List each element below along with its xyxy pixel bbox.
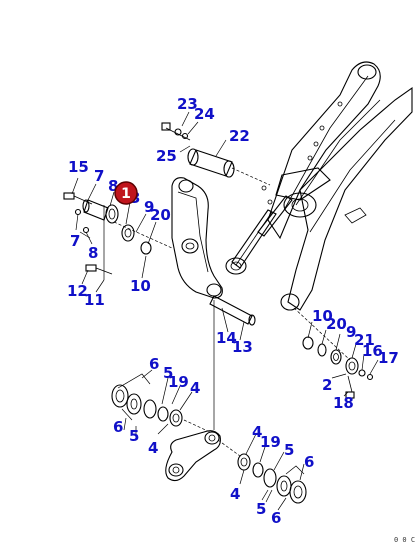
highlight-badge[interactable]: 1 bbox=[114, 181, 138, 205]
part-label: 6 bbox=[149, 355, 159, 373]
part-label: 10 bbox=[312, 307, 333, 325]
part-label: 5 bbox=[129, 427, 139, 445]
leader-lines bbox=[71, 111, 379, 511]
part-label: 4 bbox=[148, 439, 158, 457]
part-label: 9 bbox=[144, 198, 154, 216]
lift-arm bbox=[261, 61, 413, 311]
part-label: 14 bbox=[216, 329, 237, 347]
part-label: 16 bbox=[362, 342, 383, 360]
part-label: 4 bbox=[230, 485, 240, 503]
part-label: 24 bbox=[194, 105, 215, 123]
part-label: 12 bbox=[67, 282, 88, 300]
part-label: 6 bbox=[304, 453, 314, 471]
highlight-badge-number: 1 bbox=[121, 186, 131, 202]
part-label: 6 bbox=[271, 509, 281, 527]
part-label: 8 bbox=[108, 177, 118, 195]
right-bushing-group bbox=[237, 453, 307, 504]
part-label: 9 bbox=[346, 323, 356, 341]
part-label: 20 bbox=[150, 206, 171, 224]
part-label: 5 bbox=[256, 500, 266, 518]
link-rods bbox=[225, 195, 293, 275]
part-label: 17 bbox=[378, 349, 399, 367]
part-label: 5 bbox=[284, 441, 294, 459]
part-label: 13 bbox=[232, 338, 253, 356]
part-label: 15 bbox=[68, 158, 89, 176]
bellcrank bbox=[171, 177, 223, 299]
part-label: 20 bbox=[326, 315, 347, 333]
part-label: 8 bbox=[88, 244, 98, 262]
part-label: 22 bbox=[229, 127, 250, 145]
left-bushing-group bbox=[111, 373, 211, 433]
lower-link bbox=[165, 430, 241, 482]
part-labels: 23 24 22 25 15 7 8 3 9 20 7 8 10 12 11 1… bbox=[67, 95, 399, 527]
part-label: 25 bbox=[156, 147, 177, 165]
part-label: 7 bbox=[94, 167, 104, 185]
part-label: 2 bbox=[322, 376, 332, 394]
part-label: 23 bbox=[177, 95, 198, 113]
part-label: 19 bbox=[168, 373, 189, 391]
part-label: 4 bbox=[190, 379, 200, 397]
part-label: 21 bbox=[354, 331, 375, 349]
part-label: 19 bbox=[260, 433, 281, 451]
part-label: 11 bbox=[84, 291, 105, 309]
part-label: 10 bbox=[130, 277, 151, 295]
lower-pin bbox=[209, 295, 256, 430]
drawing-code: 0 0 C 3 bbox=[394, 536, 415, 544]
part-label: 18 bbox=[333, 394, 354, 412]
part-label: 7 bbox=[70, 232, 80, 250]
part-label: 4 bbox=[252, 423, 262, 441]
part-label: 6 bbox=[113, 418, 123, 436]
part-label: 5 bbox=[163, 364, 173, 382]
upper-pin-assembly bbox=[161, 122, 271, 186]
